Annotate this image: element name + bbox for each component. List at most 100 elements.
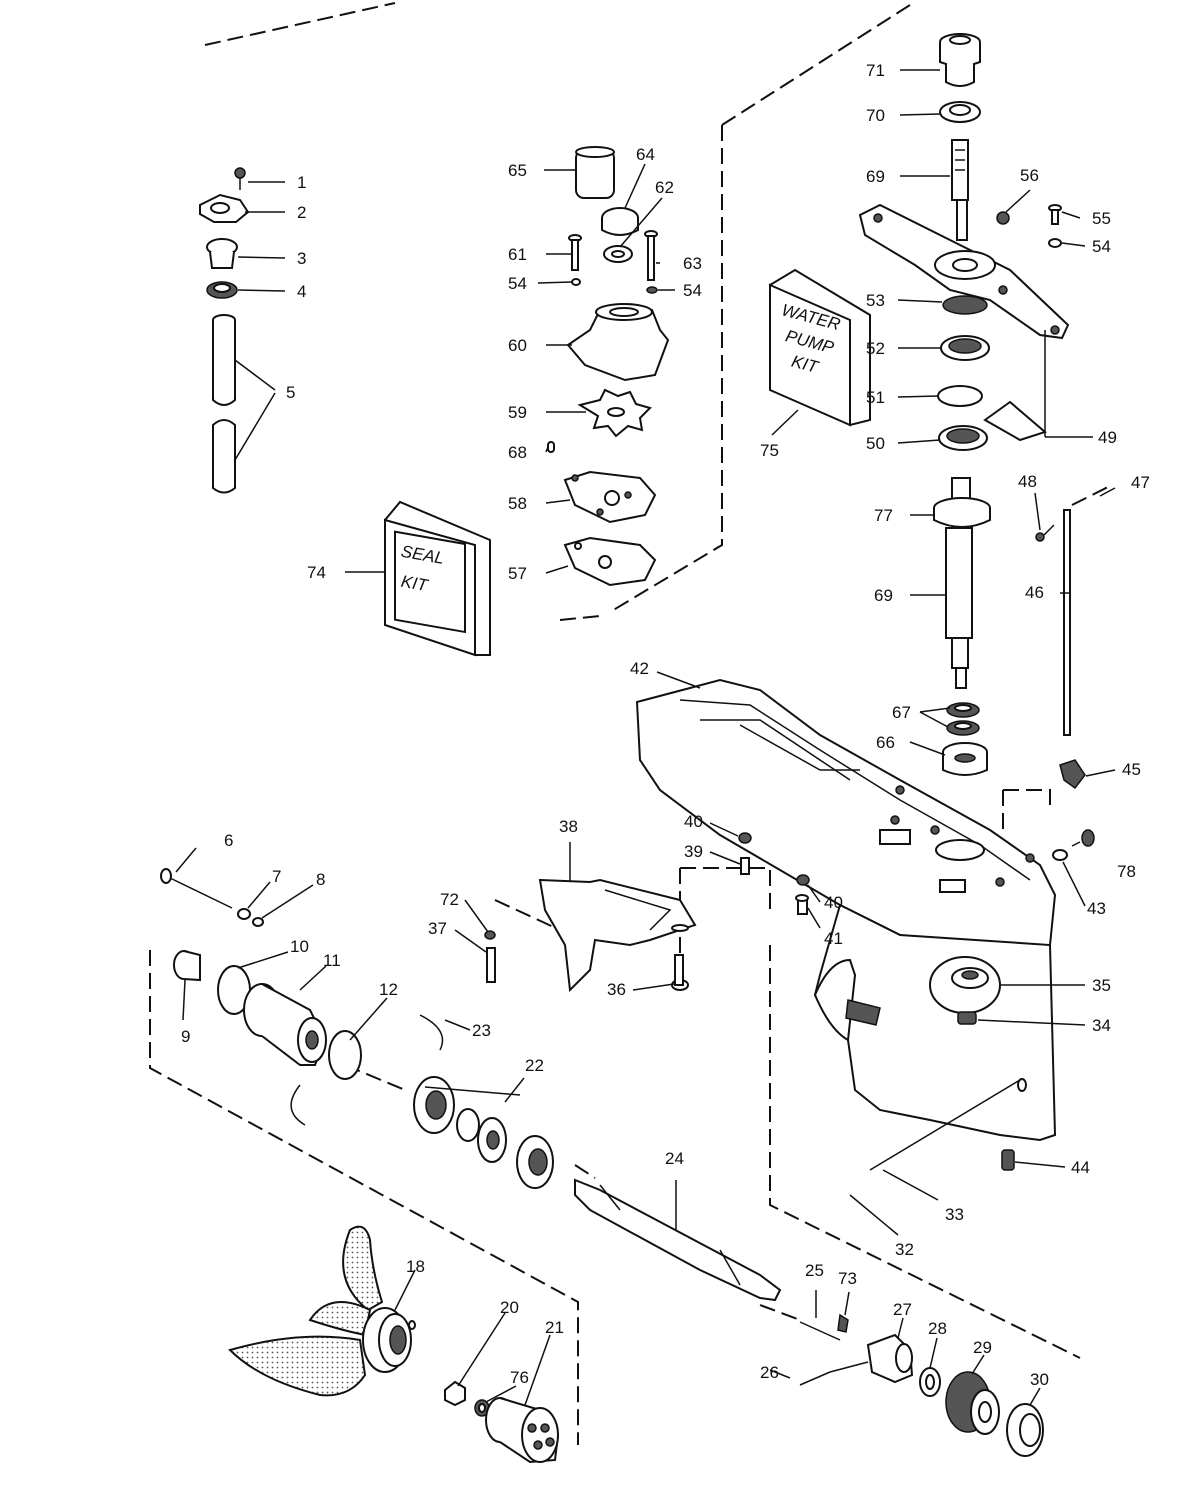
callout-43: 43 (1087, 899, 1106, 918)
pin-26 (799, 1371, 831, 1386)
screw-78 (1071, 829, 1095, 847)
gasket-57 (563, 536, 657, 587)
callout-45: 45 (1122, 760, 1141, 779)
propeller-assembly (228, 1225, 560, 1464)
callout-6: 6 (224, 831, 233, 850)
callout-50: 50 (866, 434, 885, 453)
callout-52: 52 (866, 339, 885, 358)
callout-9: 9 (181, 1027, 190, 1046)
washer-40-upper (738, 832, 752, 844)
screw-41 (795, 894, 809, 915)
callout-57: 57 (508, 564, 527, 583)
clutch-27 (866, 1333, 914, 1384)
callout-32: 32 (895, 1240, 914, 1259)
callout-42: 42 (630, 659, 649, 678)
trim-tab-assembly (484, 832, 810, 993)
washer-54-center (646, 286, 658, 294)
plate-58 (563, 470, 657, 524)
callout-49: 49 (1098, 428, 1117, 447)
bearing-66 (942, 742, 988, 776)
seal-4 (206, 281, 238, 299)
washer-72 (484, 930, 496, 940)
screw-61 (568, 234, 582, 271)
retainer-2 (199, 193, 250, 223)
callout-21: 21 (545, 1318, 564, 1337)
callout-33: 33 (945, 1205, 964, 1224)
callout-65: 65 (508, 161, 527, 180)
lower-shaft-69 (945, 477, 973, 689)
callout-61: 61 (508, 245, 527, 264)
callout-78: 78 (1117, 862, 1136, 881)
assembly-boundaries (149, 2, 1081, 1445)
upper-shaft-69 (951, 139, 969, 241)
callout-55: 55 (1092, 209, 1111, 228)
callout-8: 8 (316, 870, 325, 889)
retainer-plate (858, 203, 1070, 340)
trim-tab-38 (538, 878, 697, 993)
clutch-rear-assembly (799, 1333, 1044, 1457)
callout-77: 77 (874, 506, 893, 525)
callout-56: 56 (1020, 166, 1039, 185)
callout-1: 1 (297, 173, 306, 192)
callout-18: 18 (406, 1257, 425, 1276)
bushing-3 (206, 238, 238, 269)
callout-35: 35 (1092, 976, 1111, 995)
callout-76: 76 (510, 1368, 529, 1387)
callout-51: 51 (866, 388, 885, 407)
screw-1 (234, 167, 246, 190)
callout-70: 70 (866, 106, 885, 125)
callout-54c: 54 (1092, 237, 1111, 256)
callout-54a: 54 (508, 274, 527, 293)
callout-68: 68 (508, 443, 527, 462)
water-inlet-43 (1052, 849, 1068, 861)
seal-kit-line-2: KIT (400, 572, 431, 596)
plug-44 (1001, 1149, 1015, 1171)
callout-25: 25 (805, 1261, 824, 1280)
callout-2: 2 (297, 203, 306, 222)
bearing-cup-52 (940, 335, 990, 361)
callout-5: 5 (286, 383, 295, 402)
rod-46 (1063, 509, 1071, 736)
callout-37: 37 (428, 919, 447, 938)
callout-67: 67 (892, 703, 911, 722)
hub-21 (485, 1397, 560, 1464)
bolt-6 (160, 868, 233, 909)
bushing-9 (173, 950, 201, 982)
callout-30: 30 (1030, 1370, 1049, 1389)
drive-shaft-housing-stack (199, 167, 250, 494)
callout-36: 36 (607, 980, 626, 999)
propeller-shaft-24 (574, 1178, 782, 1302)
shim-49 (983, 400, 1048, 442)
callout-40b: 40 (824, 893, 843, 912)
callout-60: 60 (508, 336, 527, 355)
tube-5 (212, 314, 236, 494)
callout-29: 29 (973, 1338, 992, 1357)
callout-20: 20 (500, 1298, 519, 1317)
callout-48: 48 (1018, 472, 1037, 491)
callout-53: 53 (866, 291, 885, 310)
coupler-45 (1059, 759, 1086, 790)
callout-4: 4 (297, 282, 306, 301)
callout-75: 75 (760, 441, 779, 460)
washer-76 (474, 1399, 490, 1417)
washer-28 (919, 1367, 941, 1397)
callout-69a: 69 (866, 167, 885, 186)
callout-41: 41 (824, 929, 843, 948)
washer-54-left (571, 278, 581, 286)
callout-11: 11 (323, 951, 341, 970)
callout-3: 3 (297, 249, 306, 268)
impeller-59 (577, 388, 652, 438)
shift-rod-assembly (1035, 484, 1113, 790)
callout-22: 22 (525, 1056, 544, 1075)
screw-63 (644, 230, 658, 281)
callout-58: 58 (508, 494, 527, 513)
washer-40-lower (796, 874, 810, 886)
leader-lines (175, 69, 1116, 1406)
carrier-11 (243, 983, 327, 1066)
bearing-30 (1006, 1403, 1044, 1457)
callout-24: 24 (665, 1149, 684, 1168)
callout-72: 72 (440, 890, 459, 909)
callout-66: 66 (876, 733, 895, 752)
rings-67 (946, 702, 980, 736)
o-ring-51 (937, 385, 983, 407)
